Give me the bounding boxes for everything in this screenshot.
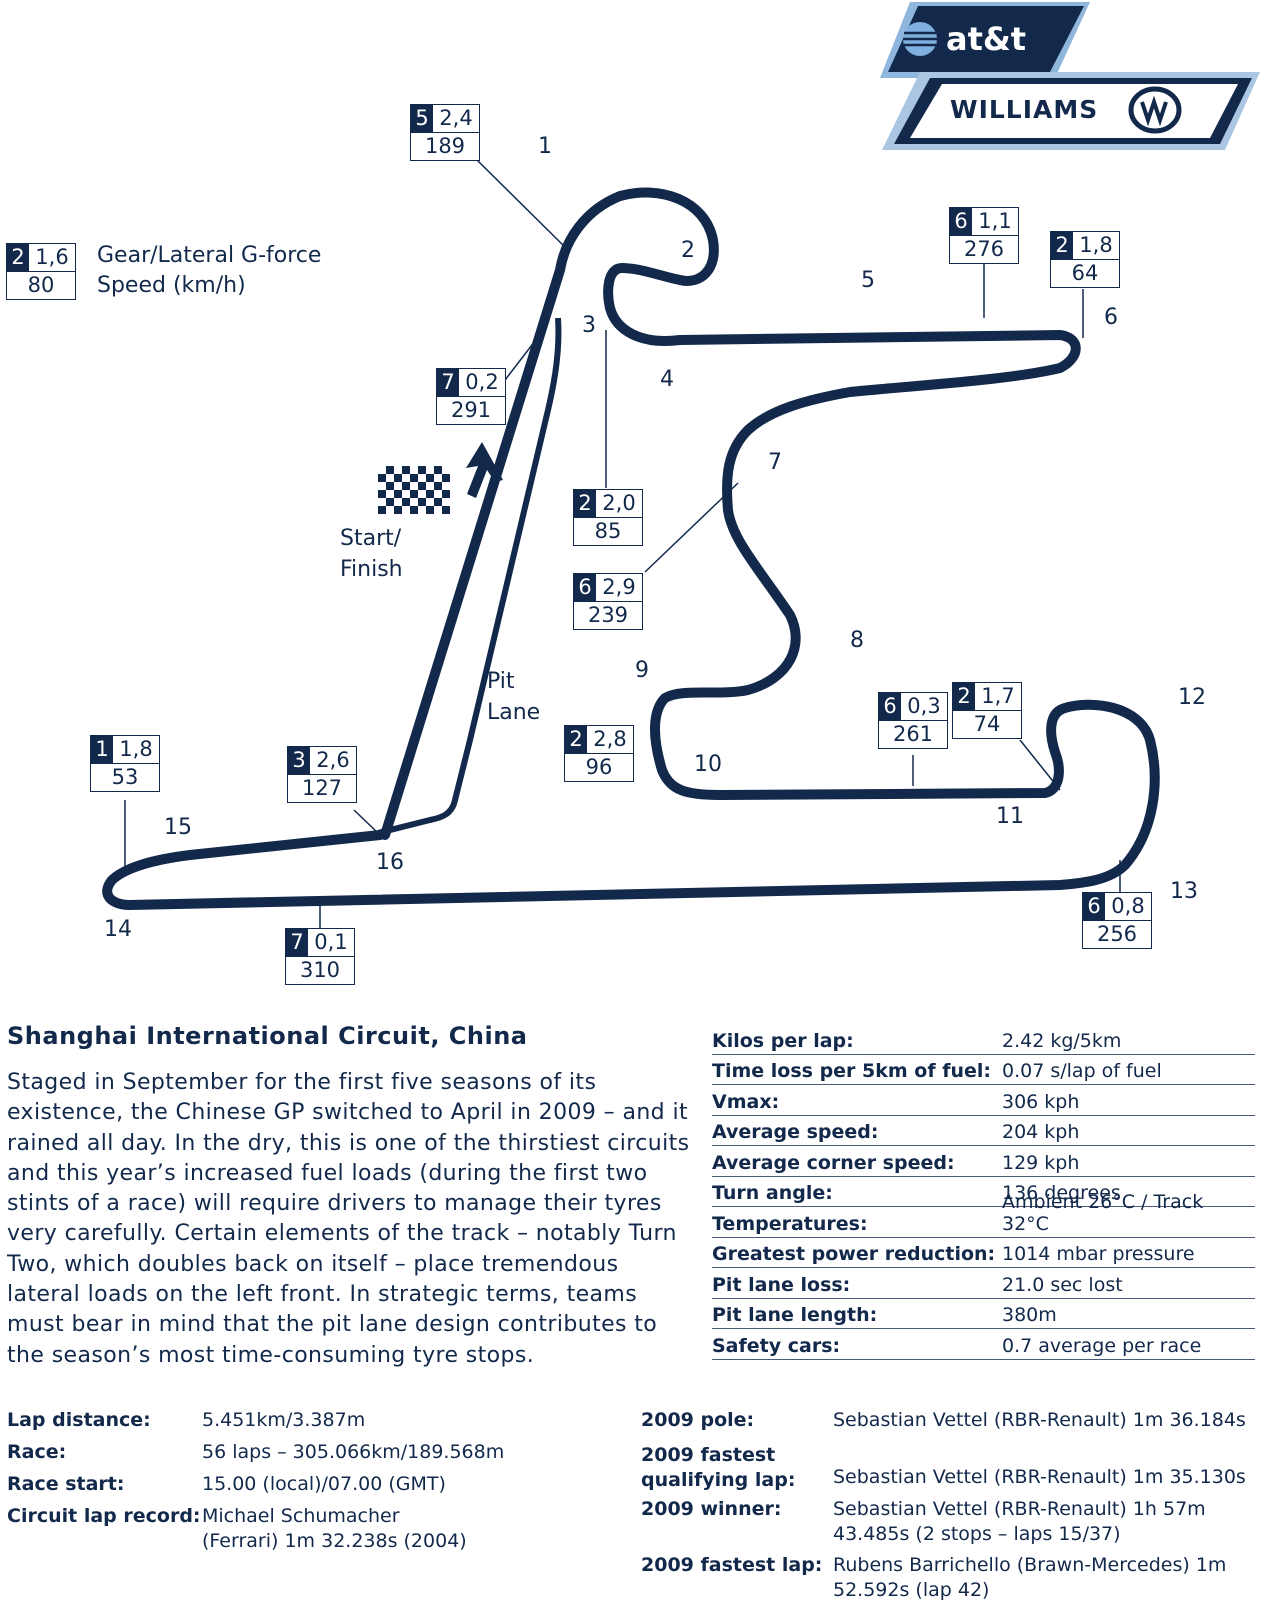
circuit-map xyxy=(102,159,1160,942)
stats-row: Safety cars:0.7 average per race xyxy=(712,1329,1255,1360)
stats-table: Kilos per lap:2.42 kg/5km Time loss per … xyxy=(712,1024,1255,1360)
fact-row: Race:56 laps – 305.066km/189.568m xyxy=(7,1441,505,1463)
facts-right: 2009 pole:Sebastian Vettel (RBR-Renault)… xyxy=(641,1408,1276,1610)
fact-row: 2009 fastest lap:Rubens Barrichello (Bra… xyxy=(641,1554,1227,1601)
stats-row: Turn angle:136 degrees xyxy=(712,1177,1255,1207)
stats-row: Greatest power reduction:1014 mbar press… xyxy=(712,1238,1255,1268)
turn-number: 6 xyxy=(1104,305,1118,330)
circuit-title: Shanghai International Circuit, China xyxy=(7,1022,528,1050)
fact-row: 2009 pole:Sebastian Vettel (RBR-Renault)… xyxy=(641,1409,1246,1431)
svg-text:WILLIAMS: WILLIAMS xyxy=(950,95,1098,124)
turn-number: 9 xyxy=(635,658,649,683)
turn-number: 13 xyxy=(1170,879,1198,904)
stats-row: Average speed:204 kph xyxy=(712,1116,1255,1146)
fact-row: Circuit lap record:Michael Schumacher (F… xyxy=(7,1505,467,1552)
finish-label: Finish xyxy=(340,557,403,582)
turn-number: 10 xyxy=(694,752,722,777)
turn-number: 16 xyxy=(376,850,404,875)
legend-text-1: Gear/Lateral G-force xyxy=(97,243,322,268)
williams-att-logo: at&t WILLIAMS xyxy=(880,0,1276,160)
stats-row: Average corner speed:129 kph xyxy=(712,1146,1255,1177)
legend-text-2: Speed (km/h) xyxy=(97,273,246,298)
start-label: Start/ xyxy=(340,526,402,551)
lane-label: Lane xyxy=(487,700,541,725)
direction-arrow-icon xyxy=(466,442,503,498)
stats-row: Kilos per lap:2.42 kg/5km xyxy=(712,1024,1255,1055)
pit-lane xyxy=(377,317,562,836)
checkered-flag-icon xyxy=(378,466,450,514)
turn-number: 11 xyxy=(996,804,1024,829)
turn-number: 8 xyxy=(850,628,864,653)
stats-row: Vmax:306 kph xyxy=(712,1085,1255,1116)
track-outline xyxy=(102,187,1160,910)
stats-row: Time loss per 5km of fuel:0.07 s/lap of … xyxy=(712,1055,1255,1085)
pit-label: Pit xyxy=(487,669,515,694)
fact-row: 2009 fastest qualifying lap:Sebastian Ve… xyxy=(641,1444,1246,1491)
turn-number: 3 xyxy=(582,313,596,338)
turn-number: 7 xyxy=(768,450,782,475)
fact-row: Lap distance:5.451km/3.387m xyxy=(7,1409,366,1431)
stats-row: Temperatures:Ambient 26°C / Track 32°C xyxy=(712,1191,1255,1238)
stats-row: Pit lane length:380m xyxy=(712,1299,1255,1329)
turn-number: 14 xyxy=(104,917,132,942)
turn-number: 1 xyxy=(538,134,552,159)
turn-number: 15 xyxy=(164,815,192,840)
turn-number: 5 xyxy=(861,268,875,293)
fact-row: Race start:15.00 (local)/07.00 (GMT) xyxy=(7,1473,446,1495)
stats-row: Pit lane loss:21.0 sec lost xyxy=(712,1268,1255,1299)
fact-row: 2009 winner:Sebastian Vettel (RBR-Renaul… xyxy=(641,1498,1206,1545)
facts-left: Lap distance:5.451km/3.387m Race:56 laps… xyxy=(7,1408,627,1561)
turn-number: 4 xyxy=(660,367,674,392)
turn-number: 12 xyxy=(1178,685,1206,710)
circuit-description: Staged in September for the first five s… xyxy=(7,1070,690,1368)
svg-text:at&t: at&t xyxy=(946,20,1026,58)
turn-number: 2 xyxy=(681,238,695,263)
